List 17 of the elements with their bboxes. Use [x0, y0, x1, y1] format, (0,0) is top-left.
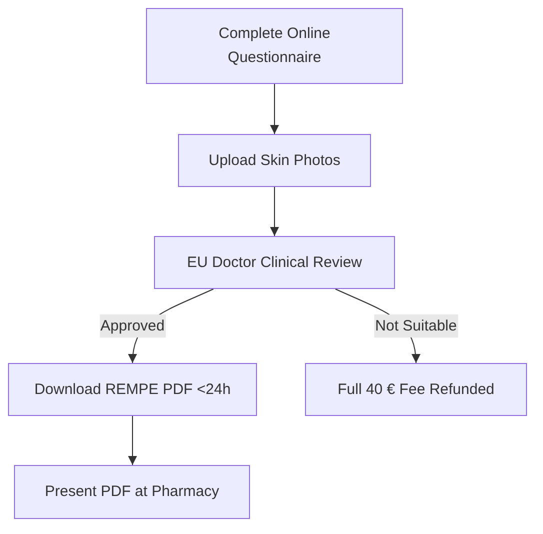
edge-label: Approved — [99, 314, 166, 338]
process-box — [8, 363, 257, 416]
step-text: Complete Online Questionnaire — [218, 24, 332, 68]
process-box — [146, 8, 403, 84]
process-box — [178, 134, 371, 187]
edge-label: Not Suitable — [374, 314, 458, 338]
step-text: Present PDF at Pharmacy — [44, 482, 220, 502]
arrow — [128, 416, 137, 466]
process-box — [14, 465, 250, 519]
step-text: Download REMPE PDF <24h — [34, 380, 231, 400]
arrow — [270, 186, 279, 236]
step-text: Full 40 € Fee Refunded — [338, 380, 494, 400]
process-box — [154, 236, 395, 289]
arrow — [270, 84, 279, 134]
step-text: Upload Skin Photos — [208, 150, 340, 170]
step-text: EU Doctor Clinical Review — [186, 252, 362, 272]
process-box — [305, 363, 527, 416]
